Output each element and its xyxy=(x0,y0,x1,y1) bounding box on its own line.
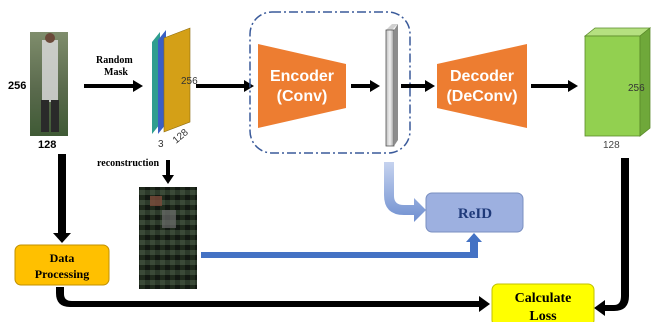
reconstruction-mosaic-image xyxy=(139,187,197,289)
encoder-block xyxy=(258,44,346,128)
random-mask-line2: Mask xyxy=(104,67,128,78)
latent-to-reid-arrow xyxy=(384,162,426,222)
calculate-loss-line2: Loss xyxy=(529,309,557,322)
latent-feature-bar xyxy=(385,24,398,147)
output-reconstruction-cube xyxy=(583,27,652,137)
calculate-loss-line1: Calculate xyxy=(515,291,572,306)
encoder-label-line2: (Conv) xyxy=(277,88,328,105)
reid-label: ReID xyxy=(458,206,492,222)
masked-width-label: 128 xyxy=(171,127,191,146)
person-silhouette xyxy=(42,40,58,102)
encoder-group-frame xyxy=(249,11,411,154)
calculate-loss-box xyxy=(491,283,595,322)
masked-height-label: 256 xyxy=(181,76,198,87)
encoder-label-line1: Encoder xyxy=(270,68,334,85)
arrow-to-output xyxy=(531,80,578,92)
data-processing-to-loss-arrow xyxy=(56,287,490,312)
output-height-label: 256 xyxy=(628,83,645,94)
decoder-label-line2: (DeConv) xyxy=(446,88,517,105)
reid-box xyxy=(425,192,524,233)
input-width-label: 128 xyxy=(38,139,56,151)
data-processing-line2: Processing xyxy=(35,267,89,281)
random-mask-line1: Random xyxy=(96,55,133,66)
decoder-block xyxy=(437,44,527,128)
arrow-to-encoder xyxy=(196,80,254,92)
output-to-loss-arrow xyxy=(594,158,629,316)
reconstruction-arrow xyxy=(162,160,174,184)
reconstruction-label: reconstruction xyxy=(97,158,159,169)
decoder-label-line1: Decoder xyxy=(450,68,514,85)
mosaic-to-reid-arrow xyxy=(201,233,482,258)
input-image xyxy=(30,32,68,136)
random-mask-arrow xyxy=(84,80,143,92)
masked-feature-stack xyxy=(152,27,191,134)
arrow-latent-to-decoder xyxy=(401,80,435,92)
data-processing-line1: Data xyxy=(50,251,75,265)
output-width-label: 128 xyxy=(603,140,620,151)
input-to-data-processing-arrow xyxy=(53,154,71,243)
input-height-label: 256 xyxy=(8,80,26,92)
arrow-encoder-to-latent xyxy=(351,80,380,92)
masked-channels-label: 3 xyxy=(158,139,164,150)
data-processing-box xyxy=(14,244,110,286)
